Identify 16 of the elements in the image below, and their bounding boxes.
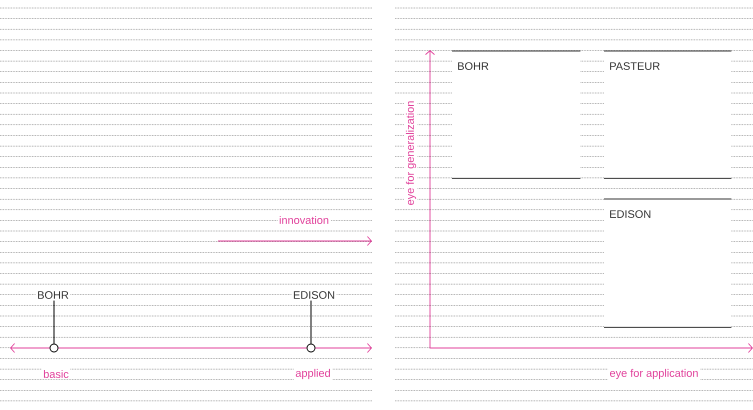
axis-label: eye for generalization — [404, 99, 418, 207]
quadrant-box: BOHR — [452, 50, 581, 179]
name-label: BOHR — [36, 290, 70, 300]
point-marker — [50, 344, 58, 352]
axis-label: basic — [42, 368, 70, 380]
node-label: BOHR — [458, 62, 488, 70]
quadrant-box: EDISON — [604, 198, 732, 328]
axis-label: eye for application — [608, 367, 700, 381]
point-marker — [306, 344, 316, 352]
axis-label: innovation — [278, 214, 330, 226]
node-label: PASTEUR — [610, 62, 660, 70]
node-label: EDISON — [610, 210, 650, 218]
name-label: EDISON — [292, 290, 337, 300]
axis-label: applied — [294, 367, 332, 381]
quadrant-box: PASTEUR — [604, 50, 732, 179]
leader-line — [310, 300, 312, 344]
